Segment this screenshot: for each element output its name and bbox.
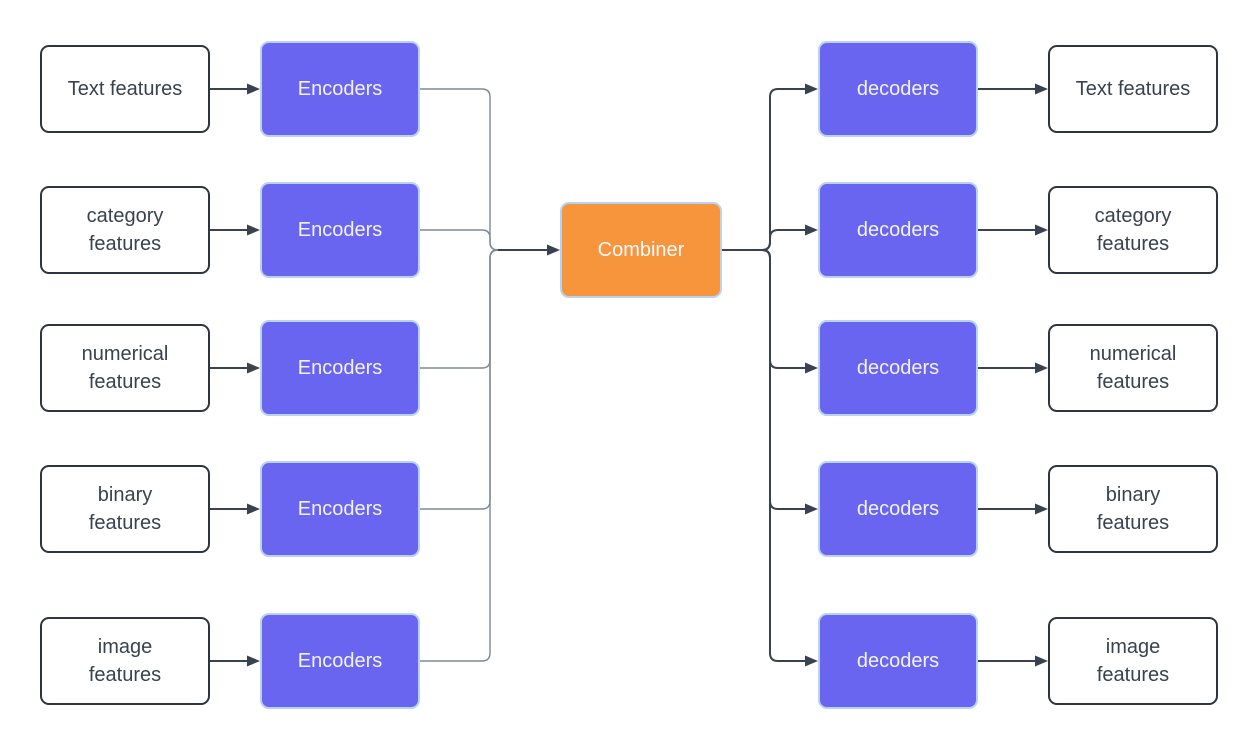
arrowhead-decoder1 [805, 83, 818, 95]
decoder-node-2: decoders [818, 182, 978, 278]
arrowhead-decoder3 [805, 362, 818, 374]
encoder-node-4: Encoders [260, 461, 420, 557]
output-node-label: category features [1094, 205, 1172, 255]
encoder-node-3: Encoders [260, 320, 420, 416]
decoder-node-label: decoders [856, 357, 940, 379]
arrowhead-decoder5 [805, 655, 818, 667]
encoder-node-5: Encoders [260, 613, 420, 709]
arrowhead-decoder4 [805, 503, 818, 515]
input-node-label: Text features [67, 78, 183, 100]
decoder-node-label: decoders [856, 650, 940, 672]
input-node-label: category features [86, 205, 164, 255]
decoder-node-3: decoders [818, 320, 978, 416]
output-node-label: binary features [1096, 484, 1170, 534]
decoder-node-label: decoders [856, 498, 940, 520]
output-node-text-features: Text features [1048, 45, 1218, 133]
output-node-label: numerical features [1089, 343, 1177, 393]
merge-line-encoder3 [420, 249, 499, 369]
arrowhead-output3 [1035, 362, 1048, 374]
arrowhead-output4 [1035, 503, 1048, 515]
arrowhead-encoder2 [247, 224, 260, 236]
output-node-image-features: image features [1048, 617, 1218, 705]
merge-line-encoder4 [420, 249, 499, 510]
input-node-text-features: Text features [40, 45, 210, 133]
arrowhead-combiner [547, 244, 560, 256]
decoder-node-4: decoders [818, 461, 978, 557]
arrowhead-encoder5 [247, 655, 260, 667]
input-node-binary-features: binary features [40, 465, 210, 553]
decoder-node-label: decoders [856, 78, 940, 100]
output-node-binary-features: binary features [1048, 465, 1218, 553]
arrowhead-encoder1 [247, 83, 260, 95]
encoder-node-1: Encoders [260, 41, 420, 137]
merge-line-encoder5 [420, 249, 499, 662]
encoder-node-label: Encoders [297, 357, 383, 379]
input-node-numerical-features: numerical features [40, 324, 210, 412]
output-node-label: image features [1096, 636, 1170, 686]
arrowhead-encoder4 [247, 503, 260, 515]
input-node-label: binary features [88, 484, 162, 534]
encoder-node-label: Encoders [297, 650, 383, 672]
input-node-label: numerical features [81, 343, 169, 393]
arrowhead-encoder3 [247, 362, 260, 374]
combiner-node: Combiner [560, 202, 722, 298]
arrowhead-output5 [1035, 655, 1048, 667]
merge-line-encoder1 [420, 88, 499, 251]
branch-combiner-to-decoder3 [722, 249, 806, 369]
encoder-node-2: Encoders [260, 182, 420, 278]
branch-combiner-to-decoder5 [722, 249, 806, 662]
arrowhead-output2 [1035, 224, 1048, 236]
decoder-node-1: decoders [818, 41, 978, 137]
combiner-node-label: Combiner [597, 239, 685, 261]
output-node-numerical-features: numerical features [1048, 324, 1218, 412]
input-node-image-features: image features [40, 617, 210, 705]
decoder-node-5: decoders [818, 613, 978, 709]
branch-combiner-to-decoder1 [722, 88, 806, 251]
output-node-category-features: category features [1048, 186, 1218, 274]
decoder-node-label: decoders [856, 219, 940, 241]
merge-line-encoder2 [420, 229, 499, 251]
encoder-node-label: Encoders [297, 219, 383, 241]
output-node-label: Text features [1075, 78, 1191, 100]
arrowhead-decoder2 [805, 224, 818, 236]
branch-combiner-to-decoder4 [722, 249, 806, 510]
encoder-node-label: Encoders [297, 498, 383, 520]
branch-combiner-to-decoder2 [722, 229, 806, 251]
arrowhead-output1 [1035, 83, 1048, 95]
input-node-label: image features [88, 636, 162, 686]
encoder-node-label: Encoders [297, 78, 383, 100]
input-node-category-features: category features [40, 186, 210, 274]
